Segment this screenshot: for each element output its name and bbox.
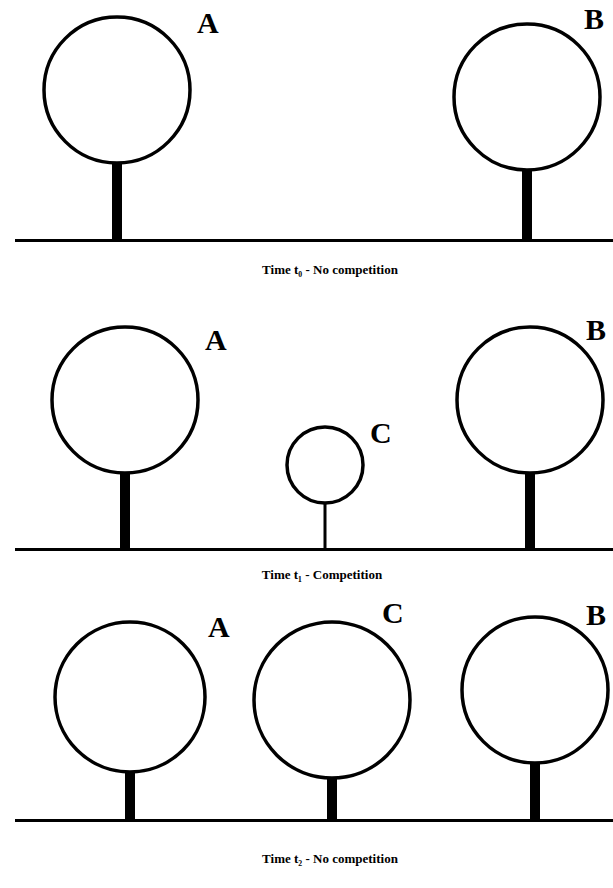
tree-trunk — [327, 779, 337, 820]
crown-outline — [285, 425, 365, 505]
tree-letter: A — [197, 8, 219, 38]
time-caption: Time t₂ - No competition — [262, 851, 398, 867]
crown-circle — [44, 17, 190, 163]
tree-crown: C — [285, 425, 365, 505]
tree-letter: C — [370, 418, 392, 448]
crown-circle — [454, 24, 600, 170]
tree-trunk — [525, 474, 535, 549]
crown-outline — [460, 615, 610, 765]
tree-letter: A — [205, 325, 227, 355]
ground-line — [15, 548, 613, 551]
tree-trunk — [120, 474, 130, 549]
crown-circle — [52, 327, 198, 473]
crown-circle — [254, 622, 410, 778]
tree-letter: A — [208, 612, 230, 642]
crown-circle — [462, 617, 608, 763]
crown-outline — [452, 22, 602, 172]
tree-crown: B — [455, 325, 605, 475]
tree-crown: B — [452, 22, 602, 172]
tree-trunk — [530, 764, 540, 820]
crown-outline — [53, 620, 207, 774]
tree-crown: C — [252, 620, 412, 780]
crown-outline — [455, 325, 605, 475]
tree-trunk — [125, 773, 135, 820]
tree-crown: A — [50, 325, 200, 475]
crown-outline — [42, 15, 192, 165]
time-caption: Time t₀ - No competition — [262, 262, 398, 278]
tree-trunk — [112, 164, 122, 240]
crown-circle — [287, 427, 363, 503]
crown-circle — [457, 327, 603, 473]
tree-letter: C — [382, 598, 404, 628]
tree-letter: B — [586, 315, 606, 345]
crown-circle — [55, 622, 205, 772]
tree-trunk — [324, 504, 327, 549]
tree-crown: A — [42, 15, 192, 165]
crown-outline — [252, 620, 412, 780]
ground-line — [15, 819, 613, 822]
tree-trunk — [522, 171, 532, 240]
crown-outline — [50, 325, 200, 475]
tree-letter: B — [584, 4, 604, 34]
tree-letter: B — [586, 600, 606, 630]
tree-crown: B — [460, 615, 610, 765]
time-caption: Time t₁ - Competition — [262, 567, 382, 583]
tree-crown: A — [53, 620, 207, 774]
